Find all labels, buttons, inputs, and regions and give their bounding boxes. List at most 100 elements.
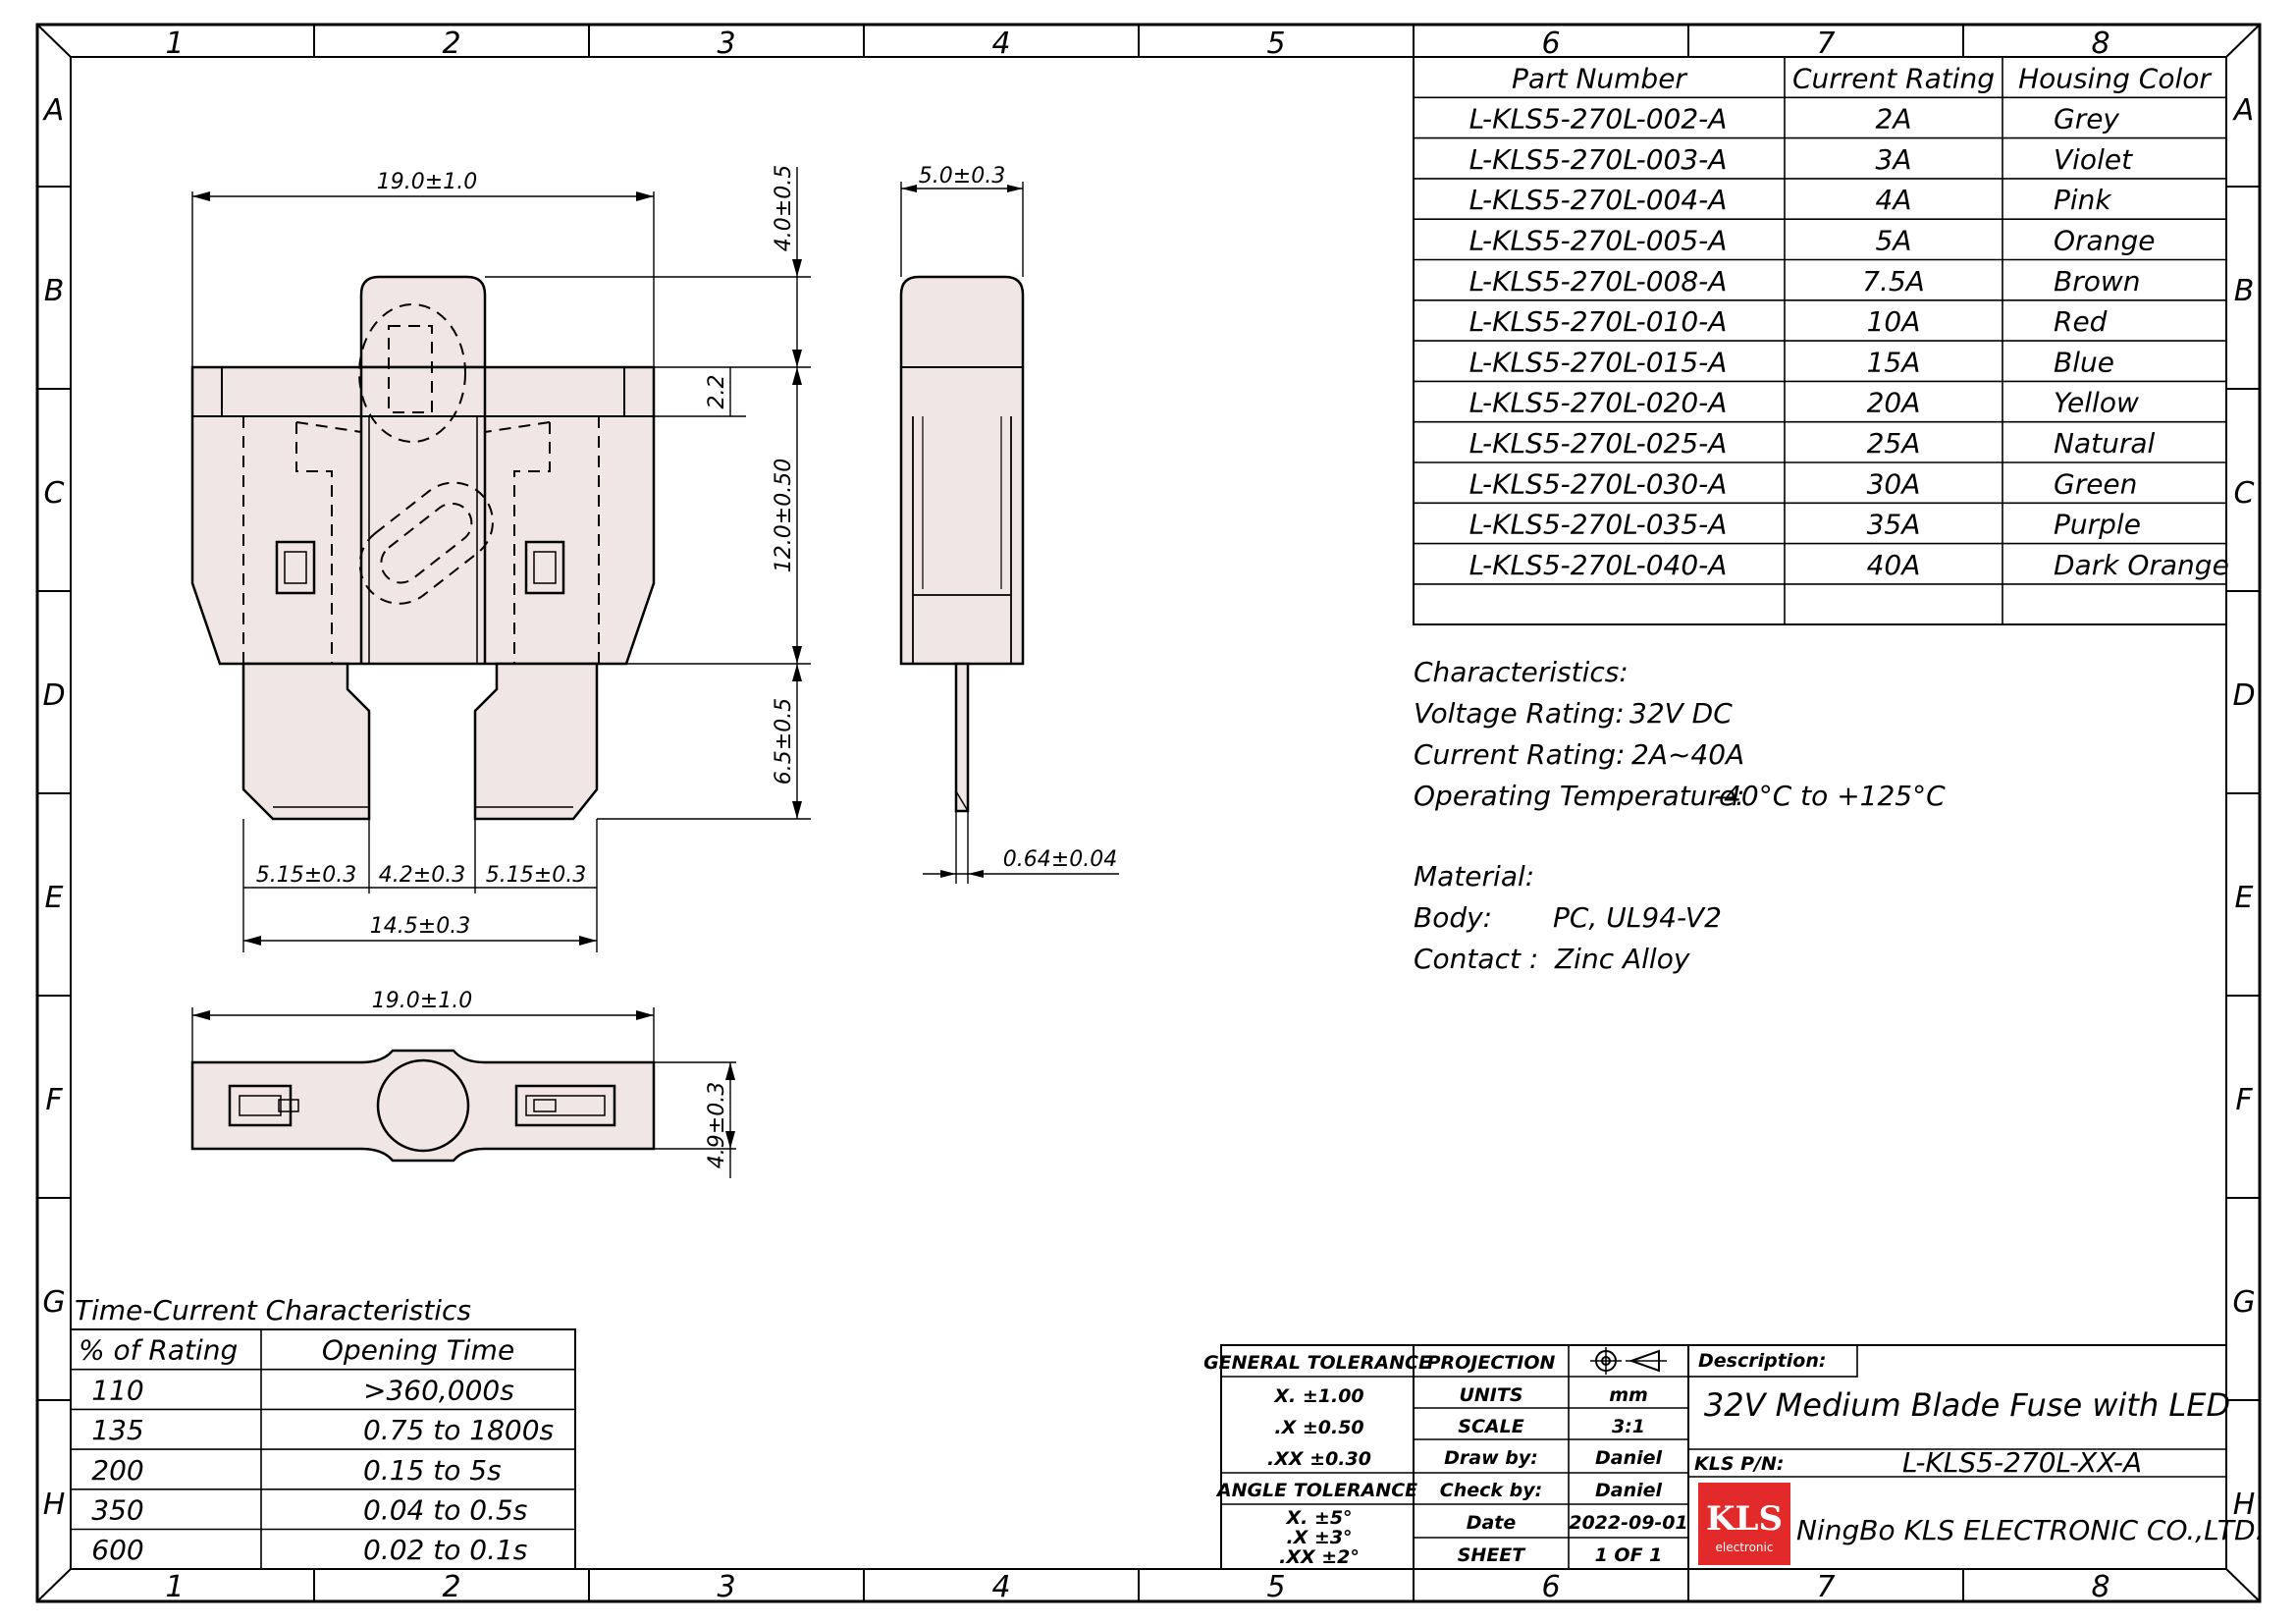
zone-col-5-bottom: 5 xyxy=(1266,1570,1285,1604)
zone-row-c-left: C xyxy=(44,476,65,511)
tolerance-xx: .XX ±0.30 xyxy=(1267,1448,1371,1470)
dim-leg-left: 5.15±0.3 xyxy=(256,863,356,888)
draw-by-value: Daniel xyxy=(1595,1447,1663,1469)
part-number-cell: L-KLS5-270L-020-A xyxy=(1469,387,1728,419)
current-rating-cell: 2A xyxy=(1876,103,1912,135)
material-body-label: Body: xyxy=(1414,901,1492,934)
zone-row-e-left: E xyxy=(45,881,64,915)
zone-row-g-right: G xyxy=(2232,1285,2255,1320)
scale-value: 3:1 xyxy=(1612,1416,1645,1437)
housing-color-cell: Yellow xyxy=(2054,387,2139,419)
tc-rating-cell: 135 xyxy=(91,1414,143,1446)
part-number-cell: L-KLS5-270L-002-A xyxy=(1469,103,1728,135)
zone-col-2-bottom: 2 xyxy=(442,1570,460,1604)
current-rating-cell: 3A xyxy=(1876,143,1912,176)
dim-top-height: 4.0±0.5 xyxy=(772,165,796,251)
zone-row-a-right: A xyxy=(2232,93,2255,128)
voltage-rating-value: 32V DC xyxy=(1629,697,1733,730)
housing-color-cell: Natural xyxy=(2054,427,2155,460)
date-value: 2022-09-01 xyxy=(1569,1512,1688,1534)
characteristics-block: Characteristics: Voltage Rating: 32V DC … xyxy=(1414,656,1946,975)
general-tolerance-label: GENERAL TOLERANCE xyxy=(1203,1352,1431,1374)
operating-temp-value: -40°C to +125°C xyxy=(1714,780,1946,812)
zone-col-7-bottom: 7 xyxy=(1816,1570,1835,1604)
tc-time-cell: 0.15 to 5s xyxy=(363,1454,502,1487)
part-number-cell: L-KLS5-270L-004-A xyxy=(1469,184,1728,216)
time-current-table: Time-Current Characteristics % of Rating… xyxy=(70,1294,576,1570)
dim-bottom-depth: 4.9±0.3 xyxy=(705,1082,729,1168)
part-number-cell: L-KLS5-270L-030-A xyxy=(1469,467,1728,500)
check-by-value: Daniel xyxy=(1595,1480,1663,1501)
material-contact-value: Zinc Alloy xyxy=(1554,943,1690,975)
housing-color-cell: Orange xyxy=(2054,225,2155,257)
fuse-bottom-view: 19.0±1.0 4.9±0.3 xyxy=(190,989,736,1178)
current-rating-cell: 15A xyxy=(1867,346,1921,378)
units-label: UNITS xyxy=(1459,1384,1522,1406)
housing-color-cell: Red xyxy=(2054,305,2108,338)
part-number-cell: L-KLS5-270L-025-A xyxy=(1469,427,1728,460)
dim-side-width: 5.0±0.3 xyxy=(919,164,1005,189)
housing-color-cell: Green xyxy=(2054,467,2137,500)
check-by-label: Check by: xyxy=(1440,1480,1542,1501)
part-number-cell: L-KLS5-270L-008-A xyxy=(1469,265,1728,298)
angle-x: X. ±5° xyxy=(1285,1507,1352,1529)
housing-color-cell: Pink xyxy=(2054,184,2112,216)
dim-leg-gap: 4.2±0.3 xyxy=(379,863,465,888)
current-rating-cell: 20A xyxy=(1867,387,1921,419)
zone-row-h-left: H xyxy=(43,1488,66,1522)
dim-body-height: 12.0±0.50 xyxy=(772,459,796,572)
zone-col-4-bottom: 4 xyxy=(991,1570,1010,1604)
operating-temp-label: Operating Temperature: xyxy=(1414,780,1745,812)
zone-col-1-top: 1 xyxy=(165,27,184,61)
fuse-side-view: 5.0±0.3 0.64±0.04 xyxy=(899,164,1119,884)
part-number-cell: L-KLS5-270L-040-A xyxy=(1469,549,1728,581)
current-rating-cell: 10A xyxy=(1867,305,1921,338)
current-rating-cell: 30A xyxy=(1867,467,1921,500)
material-contact-label: Contact : xyxy=(1414,943,1538,975)
zone-row-b-left: B xyxy=(44,274,65,308)
zone-row-f-left: F xyxy=(45,1083,63,1117)
fuse-front-view: 19.0±1.0 4.0±0.5 2.2 12.0±0.50 6.5±0.5 5… xyxy=(190,165,811,952)
dim-shoulder: 2.2 xyxy=(705,375,729,409)
zone-col-8-bottom: 8 xyxy=(2091,1570,2109,1604)
sheet-label: SHEET xyxy=(1458,1544,1527,1566)
zone-row-h-right: H xyxy=(2233,1488,2256,1522)
tc-header-rating: % of Rating xyxy=(79,1334,238,1367)
tc-time-cell: 0.75 to 1800s xyxy=(363,1414,554,1446)
part-number-cell: L-KLS5-270L-005-A xyxy=(1469,225,1728,257)
tolerance-x: X. ±1.00 xyxy=(1273,1385,1363,1407)
projection-symbol-icon xyxy=(1590,1347,1667,1375)
voltage-rating-label: Voltage Rating: xyxy=(1414,697,1625,730)
zone-col-4-top: 4 xyxy=(991,27,1010,61)
housing-color-cell: Grey xyxy=(2054,103,2119,135)
zone-col-3-top: 3 xyxy=(717,27,735,61)
part-table-header-0: Part Number xyxy=(1512,62,1687,94)
zone-row-d-right: D xyxy=(2232,678,2255,713)
tc-time-cell: 0.02 to 0.1s xyxy=(363,1534,527,1566)
current-rating-cell: 35A xyxy=(1867,509,1921,541)
part-number-cell: L-KLS5-270L-003-A xyxy=(1469,143,1728,176)
units-value: mm xyxy=(1609,1384,1648,1406)
material-body-value: PC, UL94-V2 xyxy=(1553,901,1722,934)
kls-logo-text: KLS xyxy=(1706,1499,1783,1539)
zone-row-d-left: D xyxy=(42,678,65,713)
current-rating-label: Current Rating: xyxy=(1414,738,1626,771)
zone-col-3-bottom: 3 xyxy=(717,1570,735,1604)
zone-row-g-left: G xyxy=(42,1285,65,1320)
zone-row-a-left: A xyxy=(42,93,65,128)
kls-logo-subtext: electronic xyxy=(1716,1541,1774,1554)
draw-by-label: Draw by: xyxy=(1444,1447,1538,1469)
tolerance-x1: .X ±0.50 xyxy=(1274,1417,1363,1438)
description-value: 32V Medium Blade Fuse with LED xyxy=(1704,1386,2230,1424)
dim-leg-span: 14.5±0.3 xyxy=(370,914,470,939)
tc-time-cell: 0.04 to 0.5s xyxy=(363,1494,527,1527)
housing-color-cell: Dark Orange xyxy=(2054,549,2229,581)
dim-blade-thickness: 0.64±0.04 xyxy=(1003,847,1117,872)
part-number-cell: L-KLS5-270L-015-A xyxy=(1469,346,1728,378)
date-label: Date xyxy=(1467,1512,1517,1534)
zone-row-c-right: C xyxy=(2234,476,2255,511)
dim-leg-right: 5.15±0.3 xyxy=(486,863,586,888)
zone-row-b-right: B xyxy=(2234,274,2255,308)
